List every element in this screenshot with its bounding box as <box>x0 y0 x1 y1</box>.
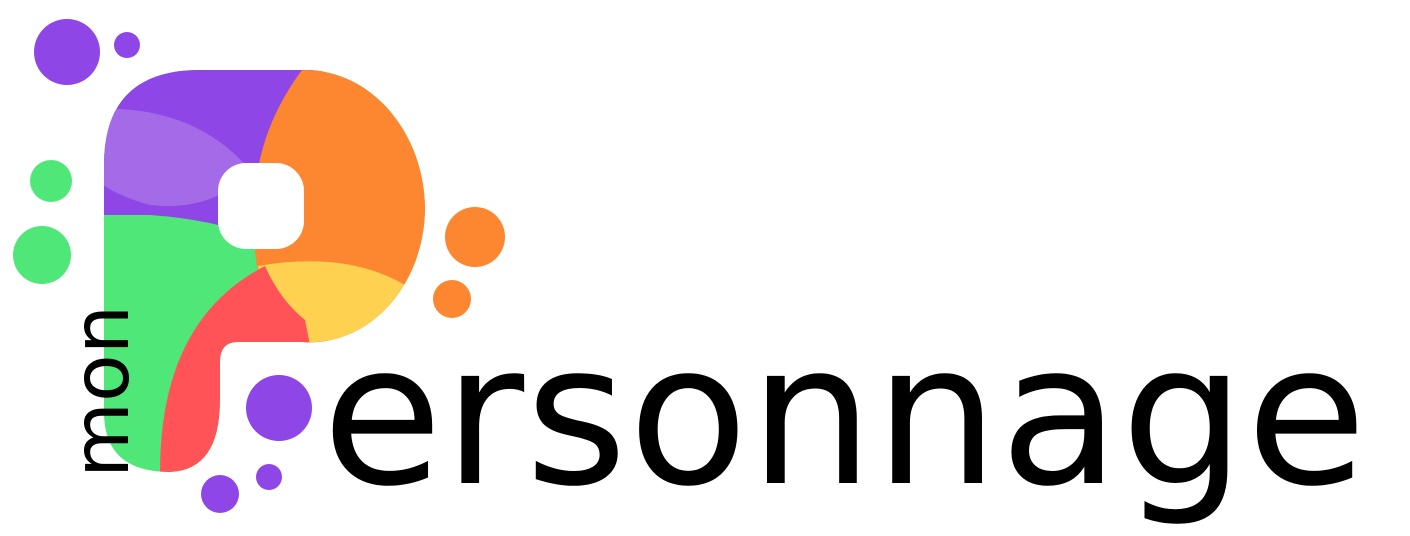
bubble-dot-icon <box>30 160 72 202</box>
bubble-dot-icon <box>256 464 282 490</box>
logo-word-text: ersonnage <box>322 302 1368 530</box>
bubble-dot-icon <box>445 207 505 267</box>
bubble-dot-icon <box>433 280 471 318</box>
bubble-dot-icon <box>246 375 312 441</box>
bubble-dot-icon <box>201 475 239 513</box>
bubble-dot-icon <box>114 32 140 58</box>
bubble-dot-icon <box>13 226 71 284</box>
logo-prefix-text: mon <box>57 304 147 478</box>
p-lavender-segment <box>104 108 250 206</box>
p-counter <box>218 163 304 249</box>
bubble-dot-icon <box>34 19 100 85</box>
p-red-segment <box>160 266 310 472</box>
